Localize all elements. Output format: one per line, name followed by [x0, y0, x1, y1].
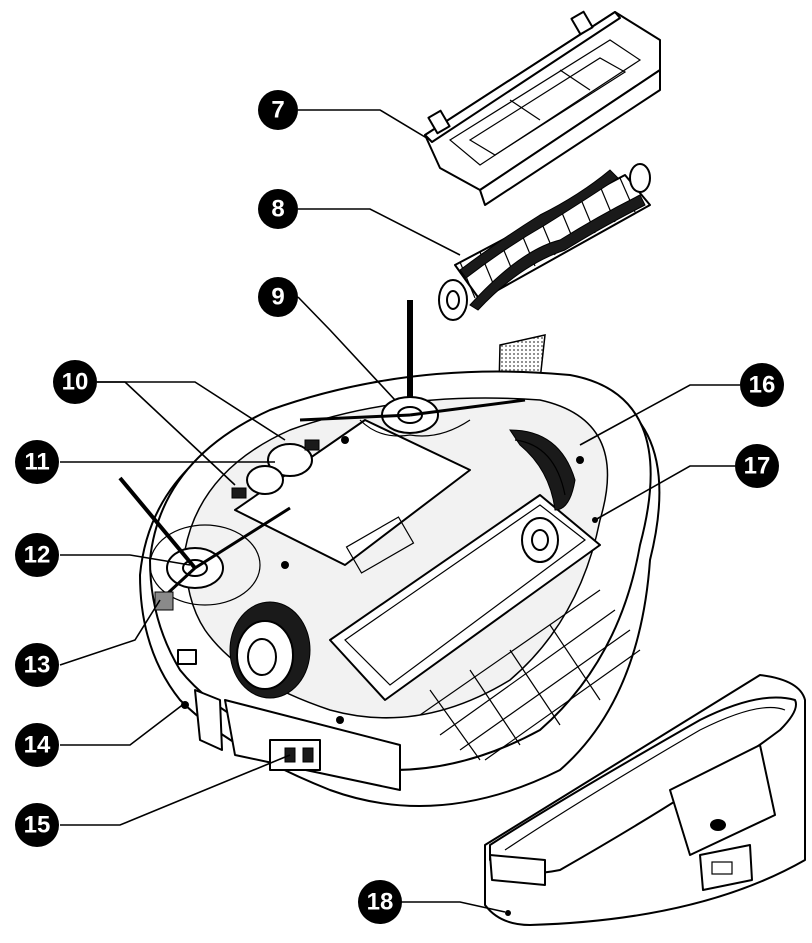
callout-18: 18	[358, 880, 402, 924]
leader-lines	[59, 109, 740, 913]
callout-7-label: 7	[271, 97, 284, 124]
callout-11: 11	[15, 440, 59, 484]
callout-14: 14	[15, 723, 59, 767]
robot-body-illustration	[118, 300, 661, 807]
callout-15-label: 15	[24, 812, 51, 839]
callout-15: 15	[15, 803, 59, 847]
roller-brush-illustration	[438, 163, 651, 321]
brush-cover-illustration	[424, 10, 661, 206]
callout-12-label: 12	[24, 542, 51, 569]
callout-8: 8	[258, 189, 298, 229]
dust-bin-illustration	[484, 674, 806, 926]
callout-14-label: 14	[24, 732, 51, 759]
callout-12: 12	[15, 533, 59, 577]
callout-10: 10	[53, 360, 97, 404]
callout-13-label: 13	[24, 652, 51, 679]
callout-18-label: 18	[367, 889, 394, 916]
callout-16-label: 16	[749, 372, 776, 399]
callout-17: 17	[735, 444, 779, 488]
callout-8-label: 8	[271, 196, 284, 223]
callout-9-label: 9	[271, 284, 284, 311]
callout-9: 9	[258, 277, 298, 317]
callout-10-label: 10	[62, 369, 89, 396]
callout-17-label: 17	[744, 453, 771, 480]
callout-7: 7	[258, 90, 298, 130]
callout-13: 13	[15, 643, 59, 687]
callout-11-label: 11	[24, 449, 49, 476]
callout-16: 16	[740, 363, 784, 407]
